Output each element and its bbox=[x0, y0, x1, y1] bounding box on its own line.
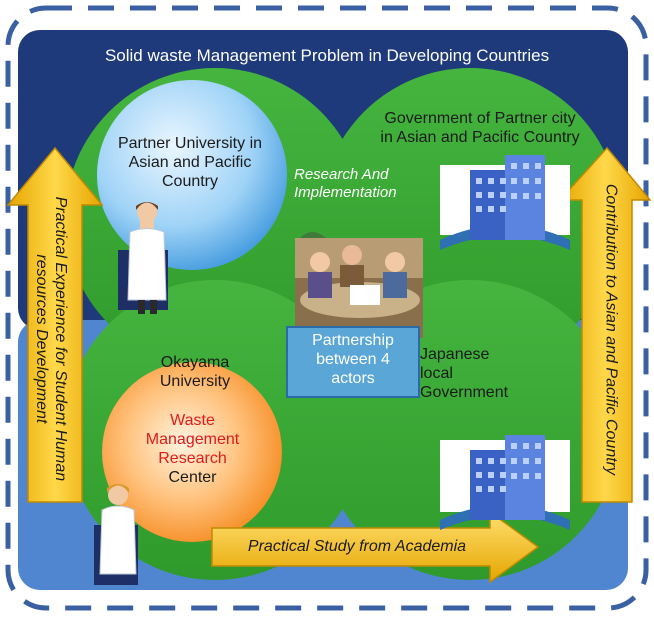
partnership-label: Partnership between 4 actors bbox=[312, 332, 394, 387]
quadrant-label-top-left: Partner University in Asian and Pacific … bbox=[117, 135, 263, 190]
left-arrow-label: Practical Experience for Student Human r… bbox=[33, 196, 69, 482]
research-center-line-4: Center bbox=[168, 468, 217, 486]
office-building-icon-bottom bbox=[440, 435, 570, 530]
left-vertical-arrow bbox=[6, 146, 104, 503]
research-center-line-1: Waste bbox=[170, 412, 215, 429]
research-implementation-caption: Research And Implementation bbox=[294, 166, 397, 201]
bottom-horizontal-arrow bbox=[211, 510, 540, 584]
bottom-arrow-label: Practical Study from Academia bbox=[247, 538, 467, 555]
office-building-icon-top bbox=[440, 155, 570, 250]
quadrant-label-bottom-right: Japanese local Government bbox=[420, 346, 509, 401]
research-center-line-3: Research bbox=[158, 449, 227, 467]
page-title: Solid waste Management Problem in Develo… bbox=[104, 46, 550, 65]
meeting-photo bbox=[295, 232, 423, 338]
doctor-figure-bottom bbox=[94, 484, 138, 585]
quadrant-label-top-right: Government of Partner city in Asian and … bbox=[380, 110, 580, 146]
dashed-border bbox=[5, 5, 649, 611]
research-center-circle bbox=[102, 362, 282, 542]
right-arrow-label: Contribution to Asian and Pacific Countr… bbox=[602, 183, 620, 475]
research-center-line-2: Management bbox=[145, 430, 240, 448]
partnership-box bbox=[286, 326, 420, 398]
right-vertical-arrow bbox=[558, 146, 652, 503]
doctor-figure-top bbox=[118, 202, 168, 314]
okayama-university-label: Okayama University bbox=[159, 354, 231, 390]
research-center-label: Waste Management Research Center bbox=[135, 412, 250, 488]
